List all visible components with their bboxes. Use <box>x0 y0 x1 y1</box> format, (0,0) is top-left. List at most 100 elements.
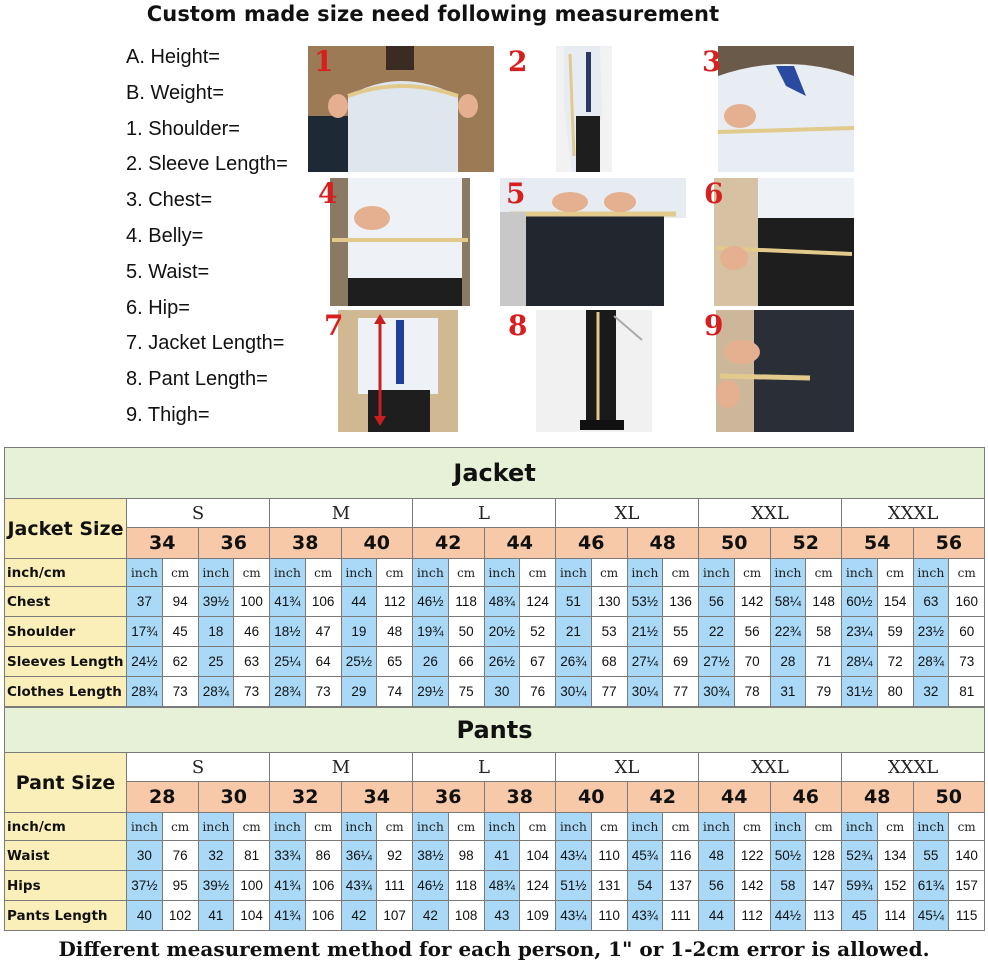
inch-value: 43¼ <box>555 840 592 871</box>
inch-value: 28¾ <box>269 676 306 707</box>
jacket-length-illustration <box>338 310 458 432</box>
inch-value: 29½ <box>412 676 449 707</box>
measurement-item-weight: B. Weight= <box>126 81 225 104</box>
inch-value: 46½ <box>412 870 449 901</box>
unit-inch: inch <box>769 812 807 841</box>
inch-value: 31½ <box>841 676 878 707</box>
cm-value: 58 <box>805 616 842 647</box>
inch-value: 61¾ <box>912 870 950 901</box>
cm-value: 107 <box>376 900 413 931</box>
cm-value: 112 <box>376 586 413 617</box>
unit-cm: cm <box>233 812 270 841</box>
size-letter: L <box>412 498 556 528</box>
unit-inch: inch <box>912 812 950 841</box>
unit-cm: cm <box>519 812 556 841</box>
cm-value: 79 <box>805 676 842 707</box>
cm-value: 47 <box>304 616 342 647</box>
cm-value: 98 <box>447 840 485 871</box>
inch-value: 39½ <box>197 870 235 901</box>
size-number: 52 <box>769 527 842 559</box>
inch-value: 22¾ <box>769 616 807 647</box>
pants-size-table: Pants Pant Size S M L XL XXL XXXL 28 30 … <box>3 707 986 931</box>
photo-number: 7 <box>324 310 344 342</box>
cm-value: 140 <box>948 840 986 871</box>
inch-value: 51 <box>555 586 592 617</box>
unit-inch: inch <box>197 558 235 587</box>
unit-inch: inch <box>483 558 521 587</box>
inch-value: 39½ <box>197 586 235 617</box>
inch-value: 28¾ <box>912 646 950 677</box>
cm-value: 81 <box>233 840 270 871</box>
cm-value: 63 <box>233 646 270 677</box>
pant-length-illustration <box>536 310 652 432</box>
inch-value: 28 <box>769 646 807 677</box>
cm-value: 64 <box>304 646 342 677</box>
cm-value: 160 <box>948 586 986 617</box>
inch-value: 53½ <box>626 586 664 617</box>
cm-value: 118 <box>447 870 485 901</box>
cm-value: 55 <box>662 616 699 647</box>
belly-illustration <box>330 178 470 306</box>
cm-value: 109 <box>519 900 556 931</box>
size-number: 42 <box>412 527 485 559</box>
cm-value: 71 <box>805 646 842 677</box>
inch-value: 18½ <box>269 616 306 647</box>
cm-value: 104 <box>519 840 556 871</box>
unit-inch: inch <box>698 558 735 587</box>
inch-value: 40 <box>126 900 163 931</box>
inch-value: 45¾ <box>626 840 664 871</box>
photo-number: 8 <box>508 310 528 342</box>
unit-cm: cm <box>304 812 342 841</box>
inch-value: 54 <box>626 870 664 901</box>
inch-value: 27½ <box>698 646 735 677</box>
cm-value: 108 <box>447 900 485 931</box>
error-note: Different measurement method for each pe… <box>58 937 930 961</box>
jacket-size-label: Jacket Size <box>4 498 127 559</box>
inch-value: 43 <box>483 900 521 931</box>
size-number: 44 <box>483 527 556 559</box>
inch-value: 60½ <box>841 586 878 617</box>
unit-cm: cm <box>519 558 556 587</box>
inch-value: 59¾ <box>841 870 878 901</box>
inch-value: 42 <box>412 900 449 931</box>
size-number: 48 <box>841 781 914 813</box>
size-number: 42 <box>626 781 699 813</box>
inch-value: 33¾ <box>269 840 306 871</box>
unit-cm: cm <box>590 558 628 587</box>
size-number: 30 <box>197 781 270 813</box>
row-label: Chest <box>4 586 127 617</box>
unit-inch: inch <box>269 812 306 841</box>
inch-value: 27¼ <box>626 646 664 677</box>
inch-value: 43¾ <box>626 900 664 931</box>
cm-value: 81 <box>948 676 986 707</box>
measurement-item-height: A. Height= <box>126 46 220 68</box>
size-number: 36 <box>197 527 270 559</box>
unit-inch: inch <box>626 558 664 587</box>
unit-cm: cm <box>805 812 842 841</box>
cm-value: 148 <box>805 586 842 617</box>
unit-inch: inch <box>412 812 449 841</box>
unit-cm: cm <box>447 812 485 841</box>
inch-value: 37 <box>126 586 163 617</box>
unit-inch: inch <box>269 558 306 587</box>
inch-value: 21 <box>555 616 592 647</box>
cm-value: 110 <box>590 900 628 931</box>
inch-value: 28¾ <box>126 676 163 707</box>
cm-value: 106 <box>304 586 342 617</box>
cm-value: 65 <box>376 646 413 677</box>
cm-value: 77 <box>662 676 699 707</box>
cm-value: 113 <box>805 900 842 931</box>
unit-inch: inch <box>412 558 449 587</box>
size-number: 46 <box>555 527 628 559</box>
measurement-item-hip: 6. Hip= <box>126 296 190 319</box>
unit-inch: inch <box>841 558 878 587</box>
unit-inch: inch <box>197 812 235 841</box>
inch-value: 41 <box>483 840 521 871</box>
inch-value: 51½ <box>555 870 592 901</box>
size-letter: XL <box>555 752 699 782</box>
cm-value: 106 <box>304 870 342 901</box>
cm-value: 115 <box>948 900 986 931</box>
inch-value: 37½ <box>126 870 163 901</box>
cm-value: 70 <box>733 646 771 677</box>
